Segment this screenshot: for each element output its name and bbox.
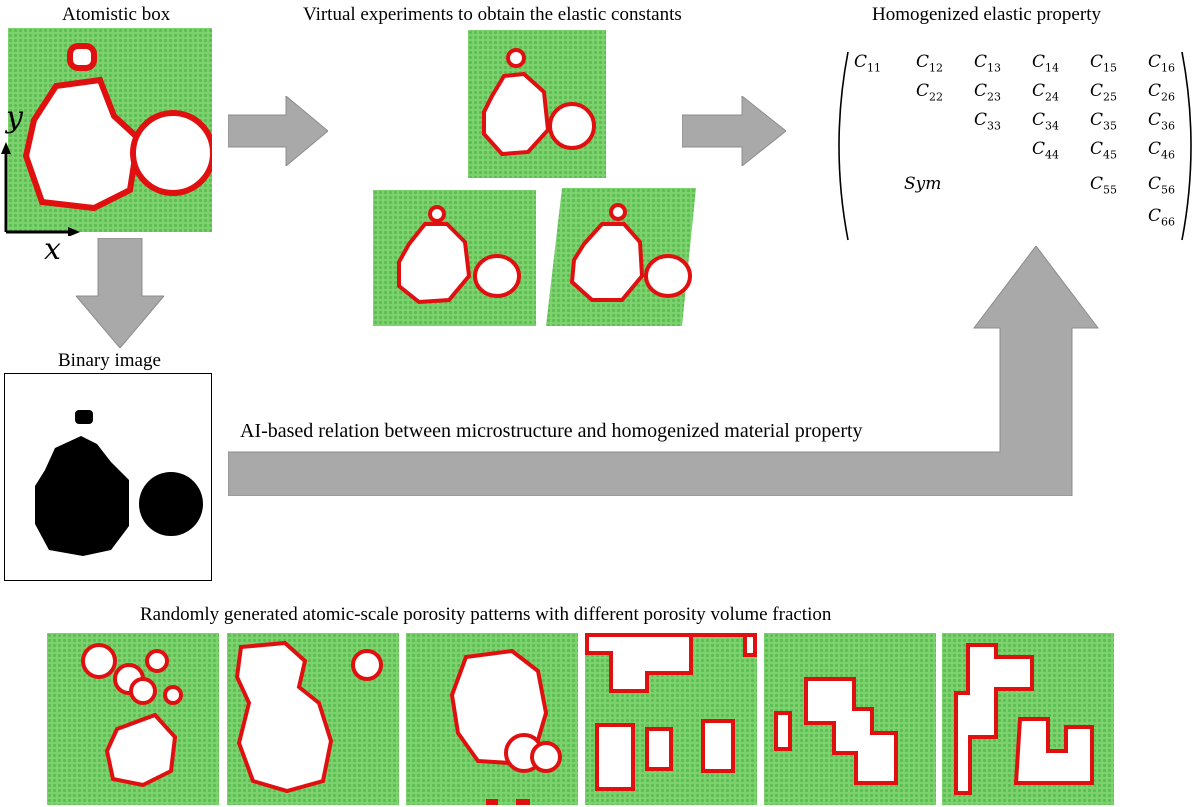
pores [22, 43, 212, 212]
matrix-brackets [838, 51, 1192, 241]
arrow-right-1 [228, 96, 328, 166]
matrix-entry: C35 [1090, 110, 1118, 133]
xy-axes-icon [1, 142, 80, 236]
matrix-entry: C55 [1090, 174, 1118, 197]
atomistic-box-panel [8, 28, 212, 232]
binary-image [35, 410, 203, 556]
matrix-entry: C14 [1032, 52, 1060, 75]
matrix-entry: C45 [1090, 139, 1118, 162]
virtual-experiment-reference [468, 30, 606, 178]
matrix-entry: C34 [1032, 110, 1060, 133]
arrow-right-2 [682, 96, 786, 166]
y-axis-label: y [6, 100, 23, 135]
matrix-entry: C13 [974, 52, 1002, 75]
title-homogenized-property: Homogenized elastic property [872, 4, 1101, 25]
atomistic-box-image [8, 28, 212, 232]
matrix-entry: C15 [1090, 52, 1118, 75]
porosity-pattern-4 [585, 633, 757, 805]
matrix-entry: C12 [916, 52, 944, 75]
porosity-pattern-1 [47, 633, 219, 805]
matrix-entry: C66 [1148, 206, 1176, 229]
matrix-entry: C36 [1148, 110, 1176, 133]
matrix-entry: C25 [1090, 81, 1118, 104]
matrix-entry: C33 [974, 110, 1002, 133]
matrix-entry: C56 [1148, 174, 1176, 197]
arrow-down [76, 238, 164, 348]
title-atomistic-box: Atomistic box [62, 4, 171, 25]
matrix-entry: C16 [1148, 52, 1176, 75]
matrix-entry: C44 [1032, 139, 1060, 162]
porosity-pattern-2 [227, 633, 399, 805]
matrix-entry: C11 [854, 52, 882, 75]
matrix-sym-label: Sym [904, 174, 942, 194]
pore [130, 110, 212, 196]
stiffness-matrix: C11 C12 C13 C14 C15 C16 C22 C23 C24 C25 … [836, 48, 1194, 244]
title-ai-relation: AI-based relation between microstructure… [240, 420, 863, 442]
x-axis-label: x [44, 232, 61, 267]
virtual-experiment-tension [373, 190, 536, 326]
virtual-experiment-shear [546, 188, 696, 326]
matrix-entry: C26 [1148, 81, 1176, 104]
title-random-patterns: Randomly generated atomic-scale porosity… [140, 604, 832, 625]
pore [22, 76, 142, 212]
pore [67, 43, 97, 71]
binary-image-panel [4, 373, 212, 581]
matrix-entry: C22 [916, 81, 944, 104]
title-virtual-experiments: Virtual experiments to obtain the elasti… [303, 4, 682, 25]
porosity-pattern-6 [942, 633, 1114, 805]
porosity-pattern-3 [406, 633, 578, 805]
porosity-pattern-5 [764, 633, 936, 805]
title-binary-image: Binary image [58, 350, 161, 371]
matrix-entry: C23 [974, 81, 1002, 104]
matrix-entry: C24 [1032, 81, 1060, 104]
arrow-ai-relation [228, 246, 1100, 496]
matrix-entry: C46 [1148, 139, 1176, 162]
